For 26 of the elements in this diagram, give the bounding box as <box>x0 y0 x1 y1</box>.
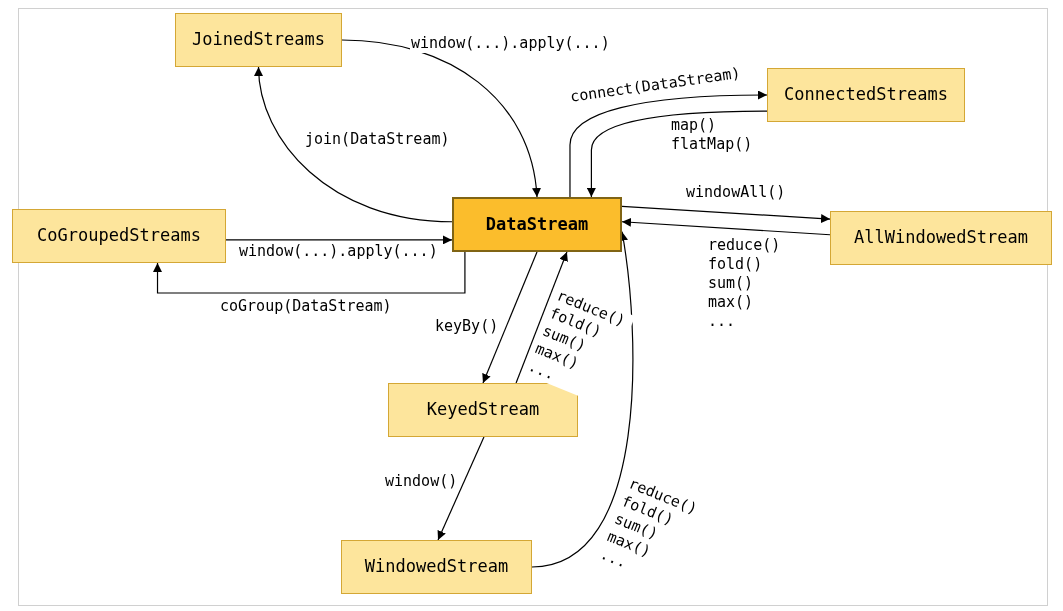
node-label: JoinedStreams <box>191 28 326 52</box>
edge-label: map() flatMap() <box>670 116 752 154</box>
arrow <box>341 39 541 198</box>
arrow <box>482 251 538 384</box>
arrow <box>621 205 831 224</box>
arrow <box>569 90 768 198</box>
node-label: ConnectedStreams <box>784 83 948 107</box>
stream-box <box>830 211 1052 265</box>
node-label: WindowedStream <box>364 555 509 579</box>
arrow <box>586 110 768 198</box>
stream-box <box>767 68 965 122</box>
arrow <box>437 436 485 541</box>
stream-box <box>12 209 226 263</box>
node-label: CoGroupedStreams <box>37 224 201 248</box>
arrow <box>621 217 831 236</box>
arrow <box>153 251 466 294</box>
arrow <box>225 235 453 245</box>
arrow <box>515 251 568 384</box>
stream-box <box>388 383 578 437</box>
arrow <box>254 66 453 223</box>
stream-box <box>341 540 532 594</box>
node-label: AllWindowedStream <box>854 226 1028 250</box>
stream-box <box>175 13 342 67</box>
main-stream-box <box>452 197 622 252</box>
node-label: DataStream <box>485 212 589 236</box>
arrow <box>531 231 634 568</box>
